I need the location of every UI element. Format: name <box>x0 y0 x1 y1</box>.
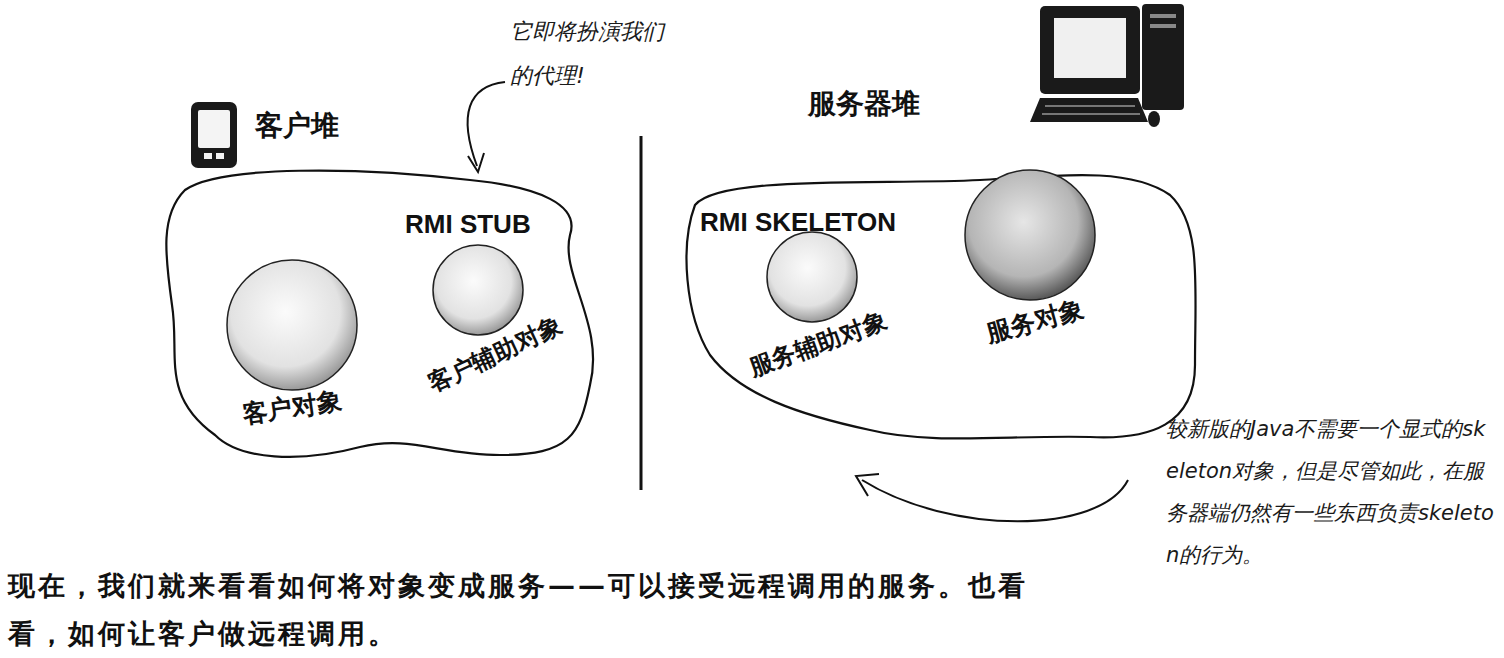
heap-region: 服务器堆 RMI SKELETON服务辅助对象服务对象 <box>680 85 1205 455</box>
shape-outline <box>160 105 610 475</box>
tower-slot <box>1150 14 1176 18</box>
note-arrow <box>856 474 1128 521</box>
object-circle: 服务对象 <box>950 170 1115 355</box>
object-circle-shape <box>227 260 357 390</box>
heap-outline <box>687 175 1196 438</box>
object-circle-shape <box>965 170 1095 300</box>
phone-body <box>191 102 237 168</box>
heap-outline <box>166 171 593 457</box>
computer-monitor <box>1040 6 1140 94</box>
object-circle: RMI SKELETON服务辅助对象 <box>695 208 935 393</box>
heap-heading: 客户堆 <box>255 110 339 142</box>
keyboard-row <box>1045 105 1135 107</box>
divider-line <box>640 136 643 490</box>
caption: 现在，我们就来看看如何将对象变成服务——可以接受远程调用的服务。也看看，如何让客… <box>8 562 1048 658</box>
skeleton-heading: RMI SKELETON <box>700 208 896 238</box>
arrow-head <box>856 474 879 496</box>
mouse <box>1148 111 1160 127</box>
object-circle: 客户对象 <box>212 258 372 443</box>
side-note: 较新版的Java不需要一个显式的skeleton对象，但是尽管如此，在服务器端仍… <box>1166 408 1498 576</box>
phone-button <box>216 153 224 159</box>
computer-icon <box>1030 4 1184 127</box>
object-label: 服务对象 <box>983 295 1087 349</box>
leader-line <box>468 82 505 166</box>
object-circle-shape <box>767 232 857 322</box>
object-circle: RMI STUB客户辅助对象 <box>400 210 580 400</box>
shape-outline <box>680 85 1205 455</box>
phone-screen <box>198 110 230 148</box>
phone-button <box>204 153 212 159</box>
heap-region: 客户堆客户对象 RMI STUB客户辅助对象 <box>160 105 610 475</box>
heap-heading: 服务器堆 <box>808 88 920 120</box>
arrow-head <box>468 153 484 172</box>
computer-tower <box>1142 4 1184 110</box>
keyboard <box>1030 98 1148 122</box>
callout-arrow <box>468 82 505 172</box>
object-label: 客户对象 <box>240 387 343 429</box>
object-circle-shape <box>433 245 523 335</box>
leader-line <box>862 480 1128 521</box>
callout-note: 它即将扮演我们的代理! <box>510 10 672 98</box>
tower-slot <box>1150 24 1176 28</box>
phone-icon <box>191 102 237 168</box>
monitor-screen <box>1054 18 1126 78</box>
stub-heading: RMI STUB <box>405 210 531 240</box>
keyboard-row <box>1042 113 1140 115</box>
